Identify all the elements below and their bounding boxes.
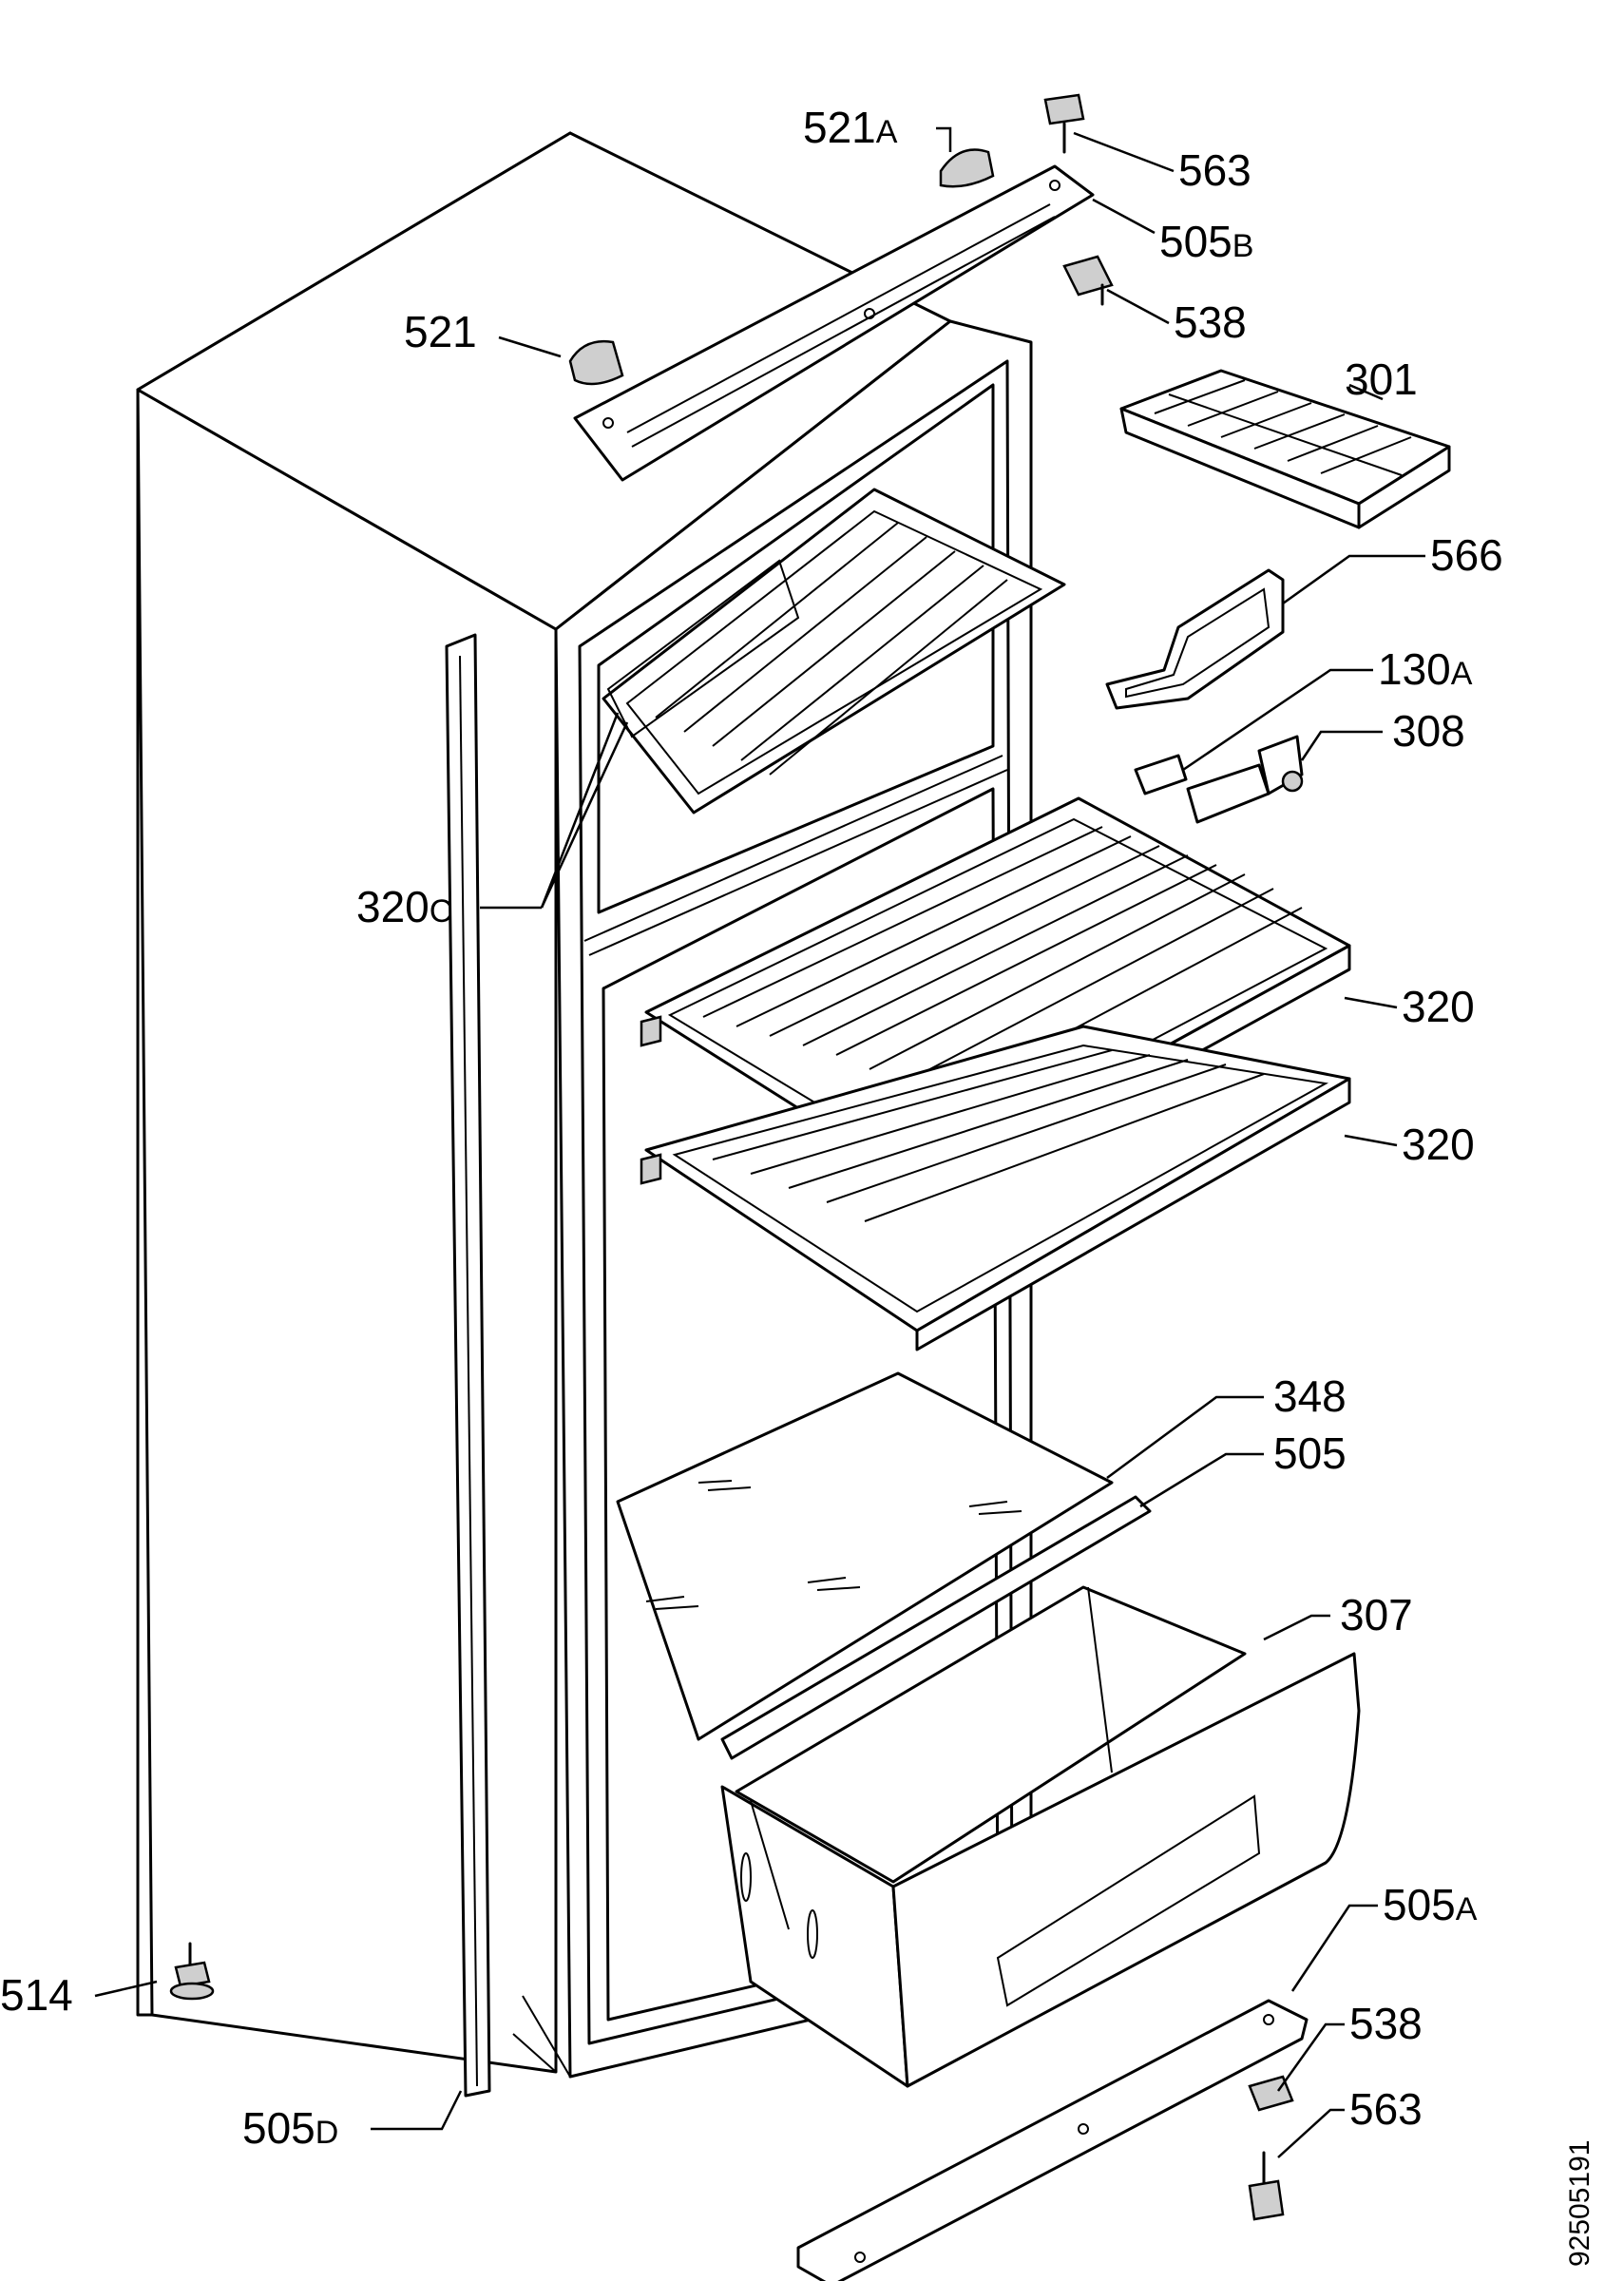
part-label-514: 514 xyxy=(0,1970,73,2020)
part-label-563-bottom: 563 xyxy=(1349,2084,1423,2134)
ice-cube-tray-301 xyxy=(1119,369,1451,529)
part-label-538-top: 538 xyxy=(1174,297,1247,347)
shelf-320-lower xyxy=(640,1025,1351,1351)
part-label-320-upper: 320 xyxy=(1402,982,1475,1031)
foot-514 xyxy=(169,1942,215,2001)
part-label-301: 301 xyxy=(1345,355,1418,404)
plate-130a xyxy=(1134,754,1188,795)
part-label-130a: 130A xyxy=(1378,644,1473,694)
svg-text:563: 563 xyxy=(1349,2084,1423,2134)
svg-text:307: 307 xyxy=(1340,1590,1413,1639)
svg-text:320C: 320C xyxy=(356,882,452,931)
svg-text:505: 505 xyxy=(1273,1428,1347,1478)
strip-505 xyxy=(720,1495,1152,1760)
svg-text:301: 301 xyxy=(1345,355,1418,404)
svg-text:320: 320 xyxy=(1402,982,1475,1031)
top-hinge-strip-505b xyxy=(573,164,1095,482)
svg-text:308: 308 xyxy=(1392,706,1465,756)
drawing-number: 92505191 xyxy=(1564,2140,1595,2267)
freezer-shelf-320c xyxy=(602,488,1066,815)
handle-566 xyxy=(1105,568,1285,710)
leader-lines xyxy=(94,126,1425,2158)
crisper-drawer-307 xyxy=(720,1585,1361,2088)
svg-text:320: 320 xyxy=(1402,1120,1475,1169)
cover-cap-521a xyxy=(939,148,995,188)
svg-text:505B: 505B xyxy=(1159,217,1253,266)
part-label-505b: 505B xyxy=(1159,217,1253,266)
part-label-505a: 505A xyxy=(1383,1880,1478,1929)
svg-text:130A: 130A xyxy=(1378,644,1473,694)
part-label-348: 348 xyxy=(1273,1371,1347,1421)
part-label-320-lower: 320 xyxy=(1402,1120,1475,1169)
svg-text:538: 538 xyxy=(1349,1999,1423,2048)
svg-text:505D: 505D xyxy=(242,2103,338,2153)
part-label-320c: 320C xyxy=(356,882,452,931)
door-gasket-505d xyxy=(445,633,491,2098)
part-label-566: 566 xyxy=(1430,530,1503,580)
part-label-505: 505 xyxy=(1273,1428,1347,1478)
svg-text:505A: 505A xyxy=(1383,1880,1478,1929)
screw-563-bottom xyxy=(1248,2151,1285,2221)
svg-text:521A: 521A xyxy=(803,103,898,152)
cover-cap-521 xyxy=(568,339,624,386)
svg-text:514: 514 xyxy=(0,1970,73,2020)
part-label-521: 521 xyxy=(404,307,477,356)
hinge-308 xyxy=(1186,735,1304,824)
part-label-563-top: 563 xyxy=(1178,145,1251,195)
svg-text:348: 348 xyxy=(1273,1371,1347,1421)
part-label-521a: 521A xyxy=(803,103,898,152)
bottom-strip-505a xyxy=(796,1999,1309,2281)
svg-text:563: 563 xyxy=(1178,145,1251,195)
svg-text:521: 521 xyxy=(404,307,477,356)
svg-text:566: 566 xyxy=(1430,530,1503,580)
hinge-pin-538-top xyxy=(1062,255,1114,306)
glass-shelf-348 xyxy=(616,1371,1114,1741)
svg-text:538: 538 xyxy=(1174,297,1247,347)
part-label-538-bottom: 538 xyxy=(1349,1999,1423,2048)
part-label-505d: 505D xyxy=(242,2103,338,2153)
screw-563-top xyxy=(1043,93,1085,154)
part-label-308: 308 xyxy=(1392,706,1465,756)
part-label-307: 307 xyxy=(1340,1590,1413,1639)
